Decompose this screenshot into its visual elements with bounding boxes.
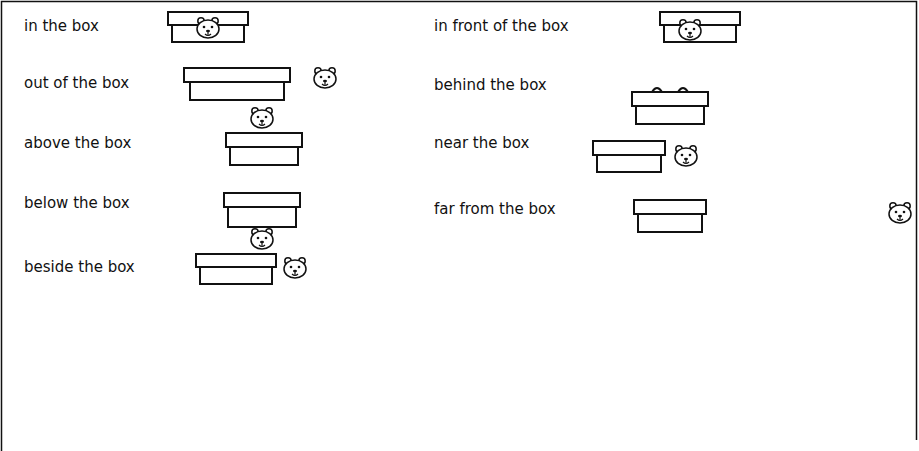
preposition-label: in front of the box — [434, 17, 569, 35]
bear-pictures — [197, 18, 911, 278]
preposition-label: behind the box — [434, 76, 547, 94]
preposition-label: above the box — [24, 134, 131, 152]
preposition-label: near the box — [434, 134, 529, 152]
preposition-label: beside the box — [24, 258, 135, 276]
box-pictures — [168, 12, 740, 284]
preposition-label: far from the box — [434, 200, 556, 218]
preposition-label: out of the box — [24, 74, 129, 92]
preposition-label: below the box — [24, 194, 130, 212]
preposition-label: in the box — [24, 17, 99, 35]
